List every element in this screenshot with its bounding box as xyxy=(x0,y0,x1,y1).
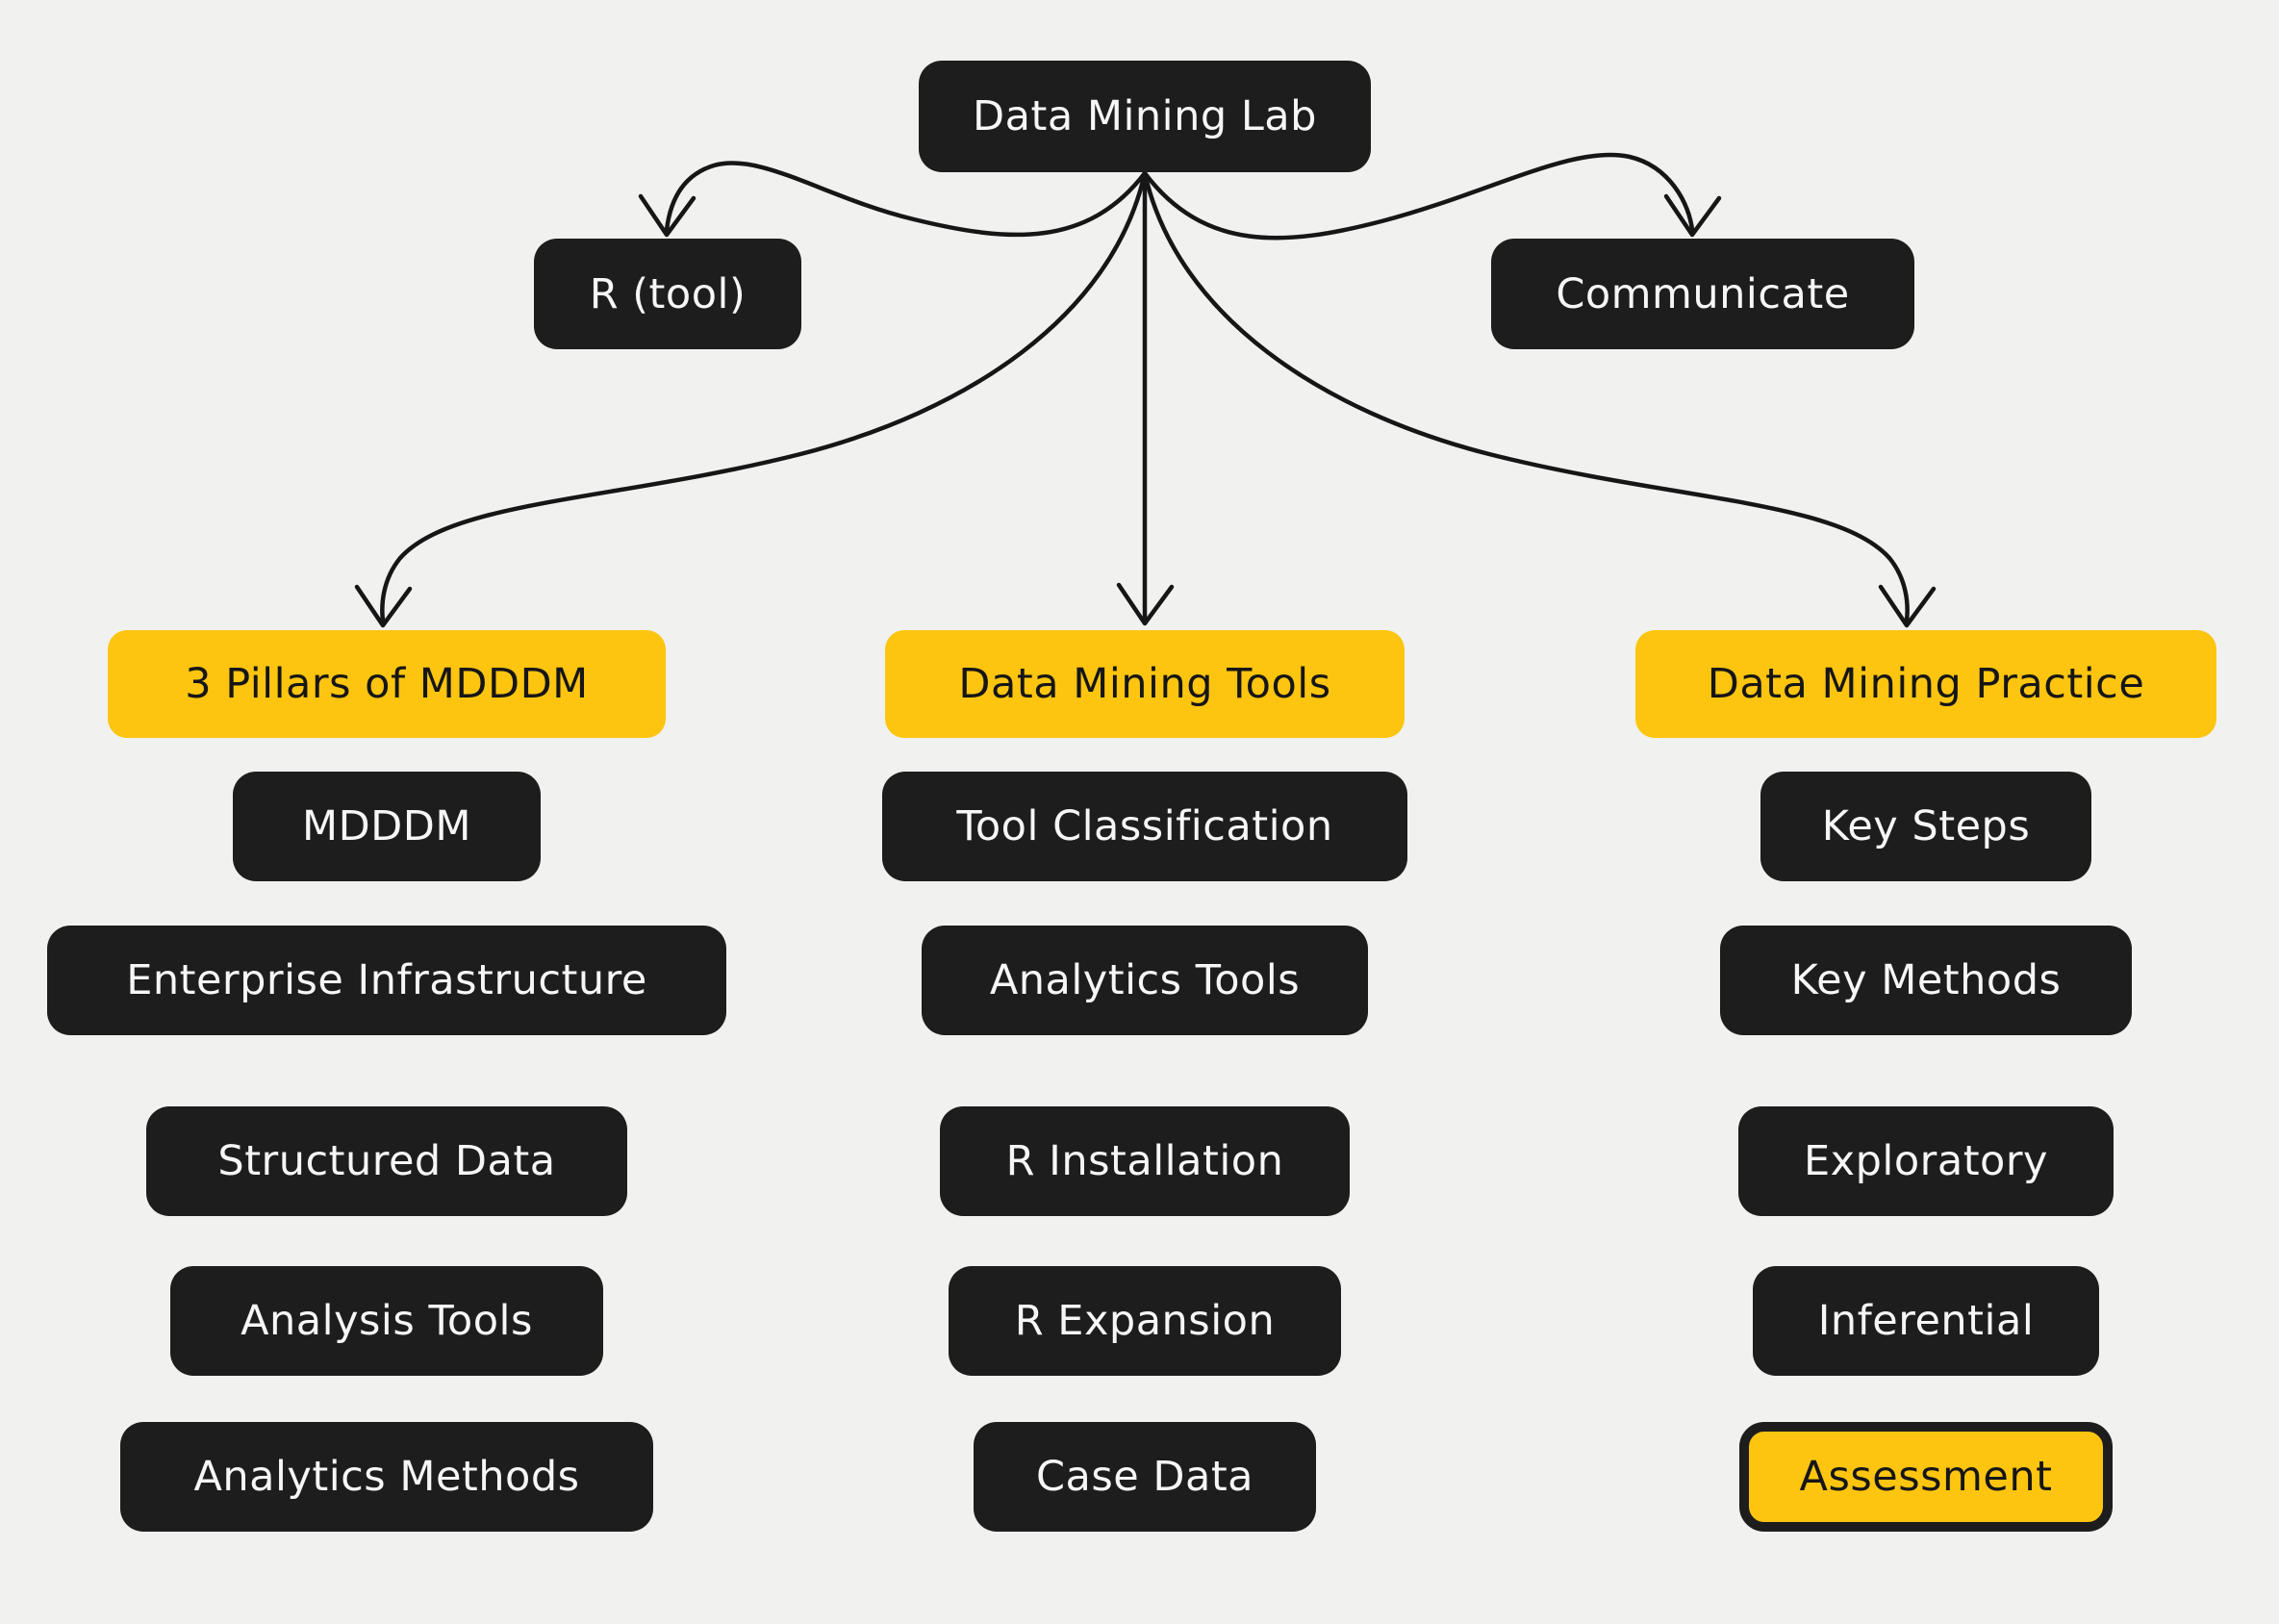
node-data-mining-lab[interactable]: Data Mining Lab xyxy=(919,61,1371,172)
node-analytics-tools[interactable]: Analytics Tools xyxy=(922,926,1368,1035)
branch-data-mining-practice[interactable]: Data Mining Practice xyxy=(1635,630,2216,738)
branch-3-pillars-of-mdddm[interactable]: 3 Pillars of MDDDM xyxy=(108,630,666,738)
edge-root-to-tools xyxy=(1116,170,1175,626)
node-communicate[interactable]: Communicate xyxy=(1491,239,1914,349)
node-tool-classification[interactable]: Tool Classification xyxy=(882,772,1407,881)
edge-root-to-practice xyxy=(1142,170,1937,628)
node-r-tool[interactable]: R (tool) xyxy=(534,239,801,349)
arrowhead-icon xyxy=(1663,193,1722,238)
edge-root-to-pillars xyxy=(354,170,1148,628)
node-assessment[interactable]: Assessment xyxy=(1739,1422,2113,1532)
node-inferential[interactable]: Inferential xyxy=(1753,1266,2099,1376)
arrowhead-icon xyxy=(354,584,413,628)
node-exploratory[interactable]: Exploratory xyxy=(1738,1106,2114,1216)
node-r-installation[interactable]: R Installation xyxy=(940,1106,1350,1216)
node-key-steps[interactable]: Key Steps xyxy=(1760,772,2091,881)
node-mdddm[interactable]: MDDDM xyxy=(233,772,541,881)
branch-data-mining-tools[interactable]: Data Mining Tools xyxy=(885,630,1405,738)
node-case-data[interactable]: Case Data xyxy=(974,1422,1316,1532)
arrowhead-icon xyxy=(638,193,696,238)
node-r-expansion[interactable]: R Expansion xyxy=(949,1266,1341,1376)
edge-root-to-communicate xyxy=(1142,152,1722,241)
node-enterprise-infrastructure[interactable]: Enterprise Infrastructure xyxy=(47,926,726,1035)
node-analysis-tools[interactable]: Analysis Tools xyxy=(170,1266,603,1376)
edge-root-to-r-tool xyxy=(638,161,1148,238)
node-structured-data[interactable]: Structured Data xyxy=(146,1106,627,1216)
arrowhead-icon xyxy=(1116,582,1175,626)
node-key-methods[interactable]: Key Methods xyxy=(1720,926,2132,1035)
arrowhead-icon xyxy=(1878,584,1937,628)
node-analytics-methods[interactable]: Analytics Methods xyxy=(120,1422,653,1532)
